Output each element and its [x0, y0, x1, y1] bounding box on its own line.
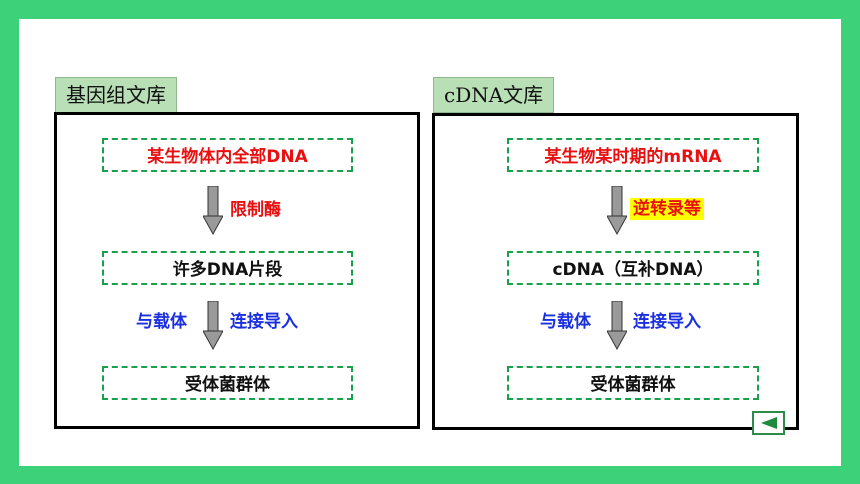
cdna-library-tab: cDNA文库	[433, 77, 555, 113]
genomic-library-panel	[54, 112, 420, 429]
genomic-result-box: 受体菌群体	[102, 366, 353, 400]
arrow-down-icon	[203, 301, 223, 351]
genomic-connect-label: 连接导入	[230, 312, 298, 332]
cdna-result-box: 受体菌群体	[507, 366, 759, 400]
arrow-down-icon	[607, 186, 627, 236]
genomic-enzyme-label: 限制酶	[230, 200, 281, 220]
genomic-vector-label: 与载体	[136, 312, 187, 332]
cdna-enzyme-highlight: 逆转录等	[630, 198, 704, 220]
cdna-connect-label: 连接导入	[633, 312, 701, 332]
arrow-down-icon	[607, 301, 627, 351]
genomic-source-box: 某生物体内全部DNA	[102, 138, 353, 172]
cdna-fragments-box: cDNA（互补DNA）	[507, 251, 759, 285]
genomic-library-tab: 基因组文库	[55, 77, 177, 113]
left-triangle-icon	[760, 417, 777, 429]
cdna-source-box: 某生物某时期的mRNA	[507, 138, 759, 172]
cdna-enzyme-label: 逆转录等	[630, 198, 704, 220]
arrow-down-icon	[203, 186, 223, 236]
cdna-vector-label: 与载体	[540, 312, 591, 332]
back-button[interactable]	[752, 411, 785, 435]
genomic-fragments-box: 许多DNA片段	[102, 251, 353, 285]
cdna-library-panel	[432, 113, 799, 430]
